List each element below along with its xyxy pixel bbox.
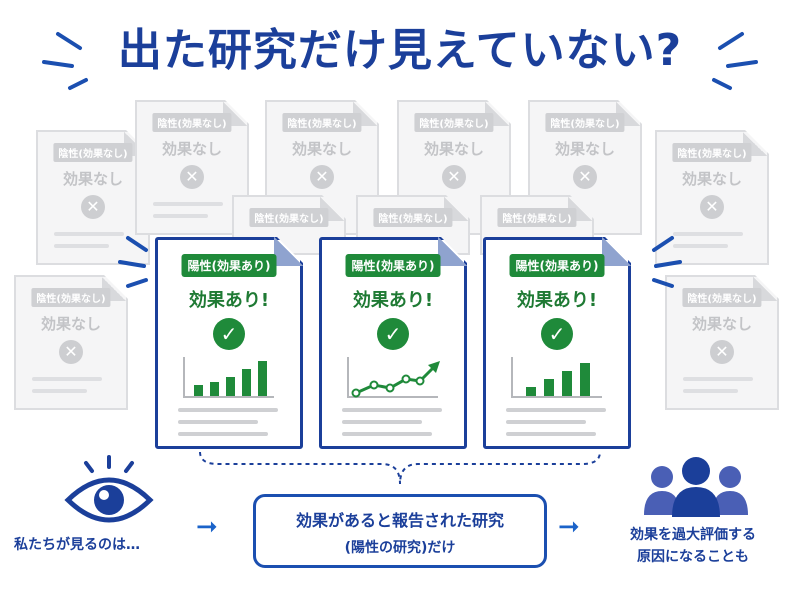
x-circle-icon: ✕ [59, 340, 83, 364]
negative-label: 効果なし [691, 315, 752, 333]
eye-icon [64, 455, 154, 523]
positive-label: 効果あり! [188, 290, 270, 311]
result-line-1: 効果を過大評価する [630, 527, 756, 543]
x-circle-icon: ✕ [573, 165, 597, 189]
see-label: 私たちが見るのは… [14, 537, 140, 553]
positive-study-doc: 陽性(効果あり) 効果あり! ✓ [483, 237, 631, 449]
negative-badge: 陰性(効果なし) [282, 113, 361, 132]
negative-study-doc: 陰性(効果なし) 効果なし ✕ [14, 275, 128, 410]
positive-study-doc: 陽性(効果あり) 効果あり! ✓ [319, 237, 467, 449]
x-circle-icon: ✕ [710, 340, 734, 364]
box-line-2: (陽性の研究)だけ [344, 540, 456, 556]
reported-studies-box: 効果があると報告された研究 (陽性の研究)だけ [253, 494, 547, 568]
positive-badge: 陽性(効果あり) [346, 254, 441, 277]
negative-badge: 陰性(効果なし) [545, 113, 624, 132]
negative-badge: 陰性(効果なし) [672, 143, 751, 162]
positive-label: 効果あり! [352, 290, 434, 311]
negative-badge: 陰性(効果なし) [31, 288, 110, 307]
negative-label: 効果なし [62, 170, 123, 188]
negative-study-doc: 陰性(効果なし) 効果なし ✕ [655, 130, 769, 265]
negative-study-doc: 陰性(効果なし) 効果なし ✕ [36, 130, 150, 265]
title-burst-lines [42, 32, 758, 90]
negative-badge: 陰性(効果なし) [53, 143, 132, 162]
box-line-1: 効果があると報告された研究 [295, 511, 504, 530]
negative-study-doc: 陰性(効果なし) 効果なし ✕ [135, 100, 249, 235]
negative-badge: 陰性(効果なし) [497, 208, 576, 227]
negative-label: 効果なし [40, 315, 101, 333]
negative-label: 効果なし [423, 140, 484, 158]
check-circle-icon: ✓ [213, 318, 245, 350]
result-line-2: 原因になることも [637, 549, 749, 565]
check-circle-icon: ✓ [377, 318, 409, 350]
negative-label: 効果なし [681, 170, 742, 188]
negative-badge: 陰性(効果なし) [682, 288, 761, 307]
x-circle-icon: ✕ [442, 165, 466, 189]
positive-label: 効果あり! [516, 290, 598, 311]
positive-badge: 陽性(効果あり) [182, 254, 277, 277]
x-circle-icon: ✕ [81, 195, 105, 219]
page-title: 出た研究だけ見えていない? [117, 25, 683, 76]
right-arrow-icon: ➞ [558, 512, 580, 542]
people-group-icon [644, 457, 748, 517]
highlight-burst-lines [118, 236, 682, 288]
line-chart-icon [342, 355, 442, 400]
negative-label: 効果なし [161, 140, 222, 158]
positive-badge: 陽性(効果あり) [510, 254, 605, 277]
negative-badge: 陰性(効果なし) [373, 208, 452, 227]
positive-study-doc: 陽性(効果あり) 効果あり! ✓ [155, 237, 303, 449]
right-arrow-icon: ➞ [196, 512, 218, 542]
negative-badge: 陰性(効果なし) [414, 113, 493, 132]
negative-label: 効果なし [554, 140, 615, 158]
negative-badge: 陰性(効果なし) [249, 208, 328, 227]
x-circle-icon: ✕ [310, 165, 334, 189]
dashed-brace [199, 451, 601, 485]
x-circle-icon: ✕ [180, 165, 204, 189]
negative-label: 効果なし [291, 140, 352, 158]
bar-chart-icon [178, 355, 278, 400]
x-circle-icon: ✕ [700, 195, 724, 219]
negative-badge: 陰性(効果なし) [152, 113, 231, 132]
negative-study-doc: 陰性(効果なし) 効果なし ✕ [665, 275, 779, 410]
check-circle-icon: ✓ [541, 318, 573, 350]
bar-chart-icon [506, 355, 606, 400]
